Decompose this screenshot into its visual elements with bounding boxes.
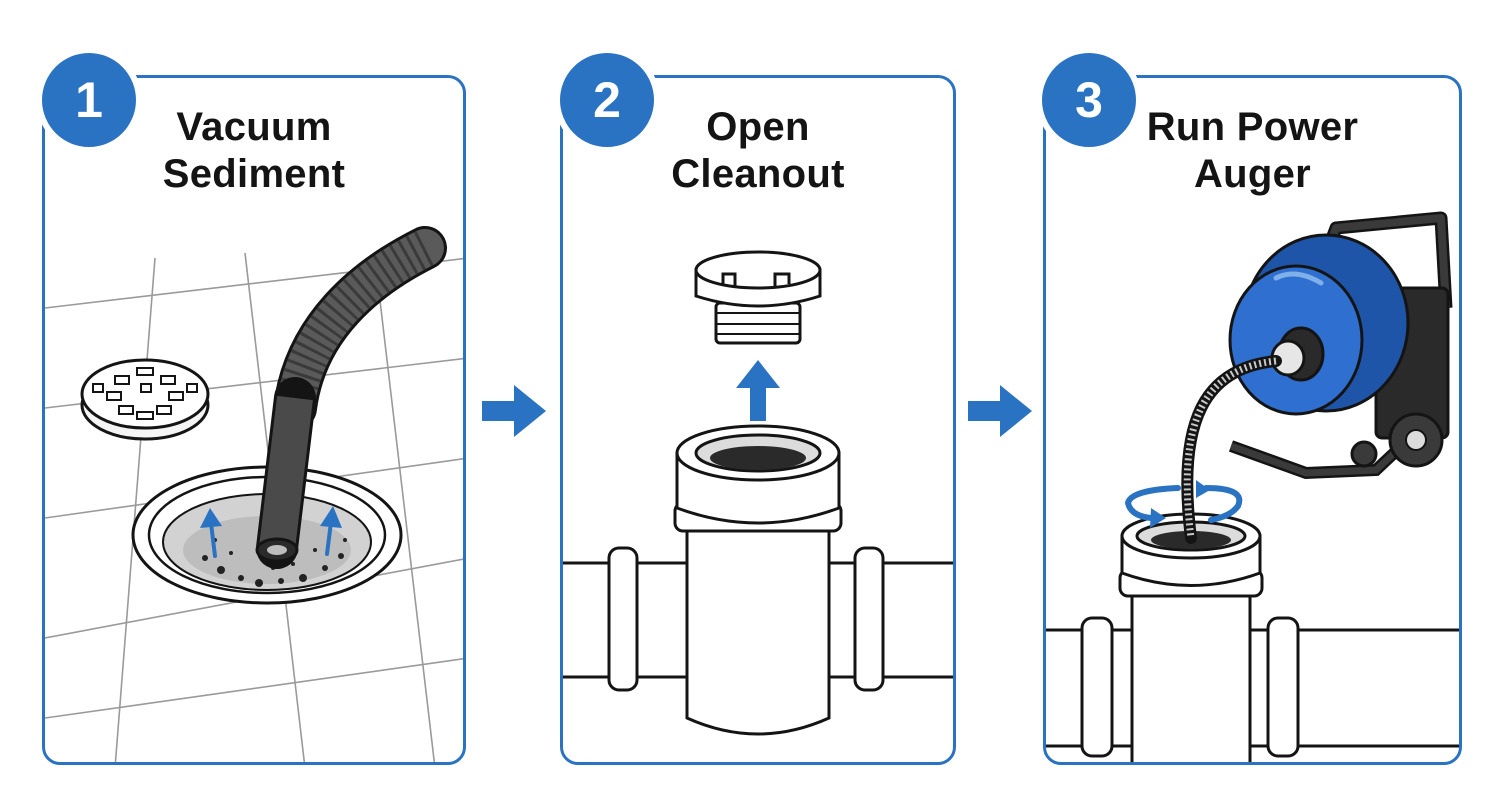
drain-grate-icon bbox=[80, 358, 210, 441]
up-arrow-icon bbox=[736, 360, 780, 421]
step-panel-open-cleanout: Open Cleanout bbox=[560, 75, 956, 765]
step-title: Open Cleanout bbox=[671, 105, 845, 196]
cleanout-scene-illustration bbox=[563, 250, 953, 736]
auger-cable-icon bbox=[1181, 355, 1282, 544]
step-panel-run-power-auger: Run Power Auger bbox=[1043, 75, 1462, 765]
right-arrow-icon bbox=[482, 385, 546, 437]
vacuum-hose-icon bbox=[255, 226, 447, 569]
step-title: Vacuum Sediment bbox=[162, 105, 346, 196]
step-number-badge: 1 bbox=[36, 47, 142, 153]
vacuum-scene-illustration bbox=[45, 226, 463, 762]
step-number-badge: 2 bbox=[554, 47, 660, 153]
right-arrow-icon bbox=[968, 385, 1032, 437]
rotation-arrows-icon bbox=[1124, 480, 1243, 528]
cleanout-plug-icon bbox=[694, 250, 822, 345]
suction-arrows-icon bbox=[200, 506, 342, 558]
step-number-badge: 3 bbox=[1036, 47, 1142, 153]
pipe-tee-icon bbox=[563, 424, 953, 736]
step-panel-vacuum-sediment: Vacuum Sediment bbox=[42, 75, 466, 765]
step-title: Run Power Auger bbox=[1146, 105, 1359, 196]
pipe-tee-icon bbox=[1046, 512, 1459, 762]
power-auger-icon bbox=[1228, 211, 1453, 480]
auger-scene-illustration bbox=[1046, 211, 1459, 762]
